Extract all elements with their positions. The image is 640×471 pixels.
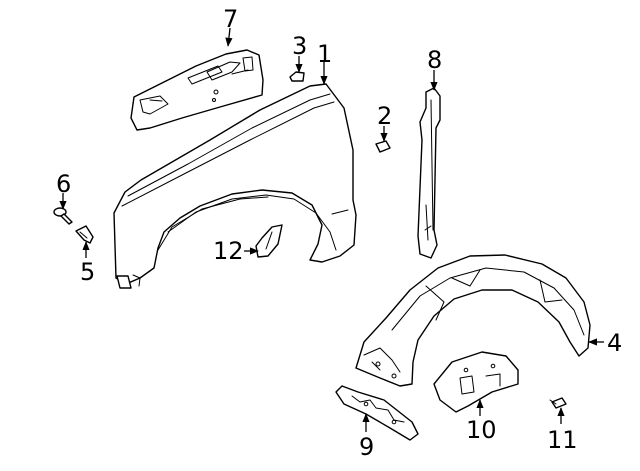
callout-8: 8 [427,46,442,74]
splash-shield [433,351,519,413]
screw [549,397,567,409]
callout-2: 2 [377,102,392,130]
callout-12: 12 [213,237,244,265]
callout-5: 5 [80,258,95,286]
callout-7: 7 [223,5,238,33]
wheelhouse-liner [355,254,591,387]
callout-6: 6 [56,170,71,198]
callout-11: 11 [547,426,578,454]
lower-bracket [335,385,419,441]
small-clip [375,140,391,153]
clip [289,71,305,82]
flare-molding [255,224,283,258]
callout-4: 4 [607,329,622,357]
callout-3: 3 [292,32,307,60]
callout-10: 10 [466,416,497,444]
push-pin-fastener [53,207,73,225]
fender [113,83,357,289]
leader-lines [59,27,604,432]
fender-reinforcement-panel [130,49,264,131]
vertical-filler-strip [417,87,441,259]
callout-1: 1 [317,40,332,68]
bracket [75,225,94,244]
callout-9: 9 [359,433,374,461]
